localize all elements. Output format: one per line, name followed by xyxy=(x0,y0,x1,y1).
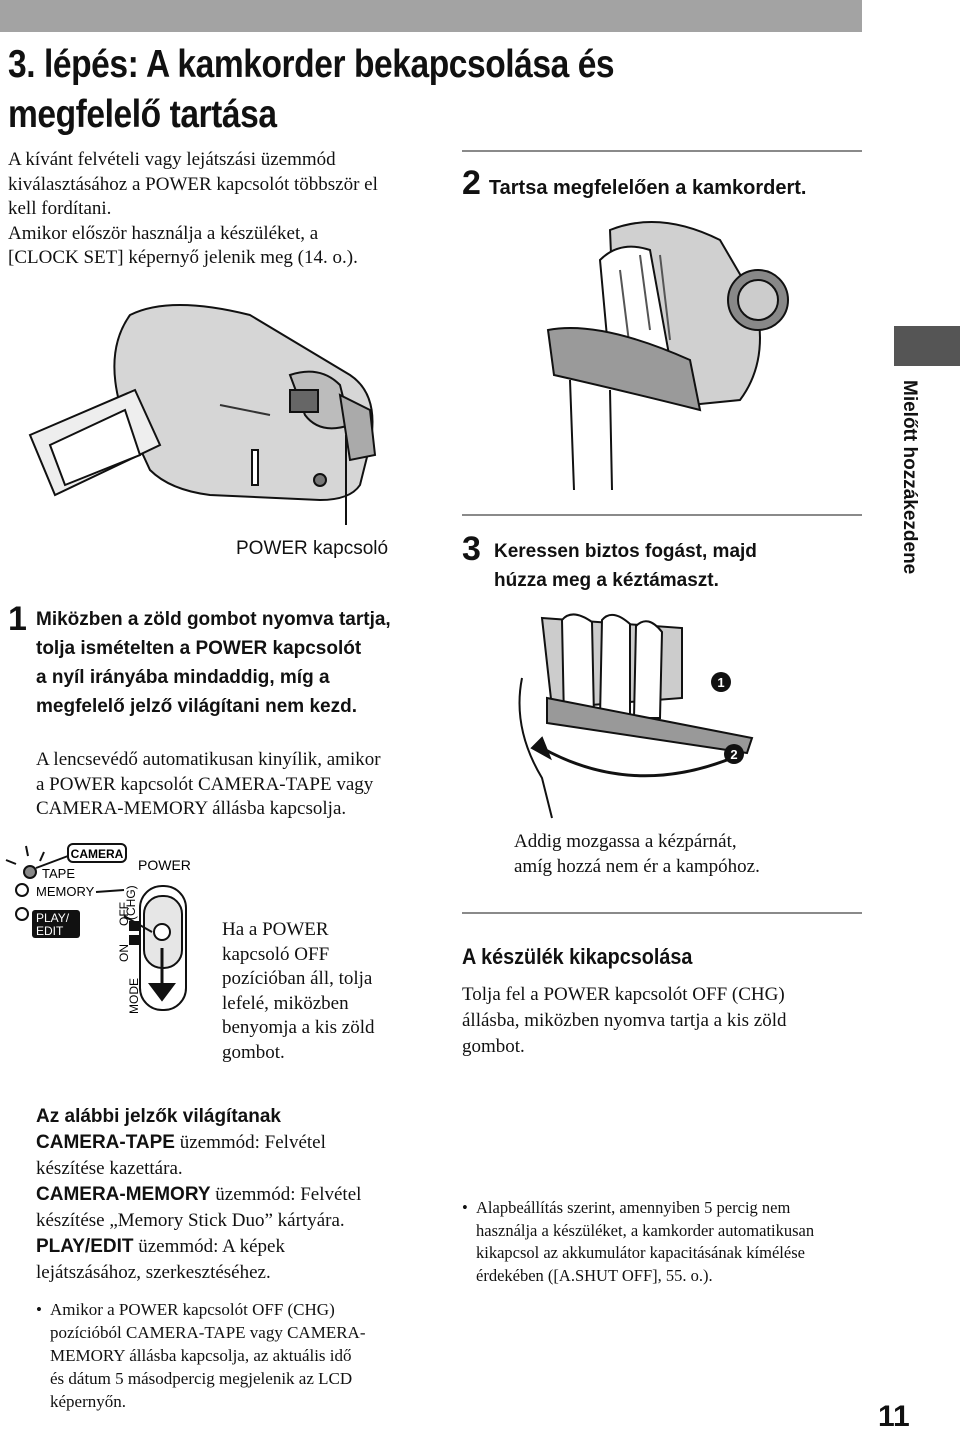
caption-line: amíg hozzá nem ér a kampóhoz. xyxy=(514,855,760,877)
camera-label: CAMERA xyxy=(71,847,124,861)
step-2-title: Tartsa megfelelően a kamkordert. xyxy=(488,177,807,199)
grip-belt-illustration: 1 2 xyxy=(518,613,754,819)
off-position-note: Ha a POWER kapcsoló OFF pozícióban áll, … xyxy=(222,918,432,1065)
indicator-section: Az alábbi jelzők világítanak CAMERA-TAPE… xyxy=(36,1104,446,1286)
note-line: a POWER kapcsolót CAMERA-TAPE vagy xyxy=(36,773,374,795)
title-line-2: megfelelő tartása xyxy=(8,93,277,136)
bullet-line: és dátum 5 másodpercig megjelenik az LCD xyxy=(50,1369,353,1388)
tape-label: TAPE xyxy=(42,866,75,881)
step-3-number: 3 xyxy=(462,530,481,568)
step-1-line: a nyíl irányába mindaddig, míg a xyxy=(36,667,330,688)
indicator-row: CAMERA-MEMORY üzemmód: Felvétel xyxy=(36,1182,446,1208)
mode-name: PLAY/EDIT xyxy=(36,1236,134,1257)
note-line: pozícióban áll, tolja xyxy=(222,968,373,989)
page-title: 3. lépés: A kamkorder bekapcsolása és me… xyxy=(8,40,730,140)
bullet-note-2: Alapbeállítás szerint, amennyiben 5 perc… xyxy=(462,1197,876,1287)
step-1-line: tolja ismételten a POWER kapcsolót xyxy=(36,638,362,659)
strap-marker-2: 2 xyxy=(730,747,737,762)
bullet-line: Alapbeállítás szerint, amennyiben 5 perc… xyxy=(476,1198,791,1217)
step-1-note: A lencsevédő automatikusan kinyílik, ami… xyxy=(36,748,436,822)
power-switch-callout: POWER kapcsoló xyxy=(236,538,389,559)
play-edit-label: PLAY/ xyxy=(36,911,70,925)
step-1-title: Miközben a zöld gombot nyomva tartja, to… xyxy=(36,605,436,721)
step-2-number: 2 xyxy=(462,164,481,202)
bullet-line: használja a készüléket, a kamkorder auto… xyxy=(476,1220,815,1240)
mode-text: készítése kazettára. xyxy=(36,1158,183,1179)
divider xyxy=(462,150,862,152)
hand-holding-camcorder-illustration xyxy=(546,221,789,491)
strap-caption: Addig mozgassa a kézpárnát, amíg hozzá n… xyxy=(514,830,854,879)
play-edit-label: EDIT xyxy=(36,924,64,938)
step-3-line: Keressen biztos fogást, majd xyxy=(494,541,757,562)
caption-line: Addig mozgassa a kézpárnát, xyxy=(514,831,737,852)
page-number: 11 xyxy=(878,1400,910,1433)
text-line: gombot. xyxy=(462,1036,525,1057)
indicator-row: PLAY/EDIT üzemmód: A képek xyxy=(36,1234,446,1260)
mode-text: üzemmód: Felvétel xyxy=(210,1184,362,1205)
bullet-line: Amikor a POWER kapcsolót OFF (CHG) xyxy=(50,1300,335,1319)
mode-text: üzemmód: A képek xyxy=(133,1236,285,1257)
note-line: kapcsoló OFF xyxy=(222,943,330,965)
note-line: CAMERA-MEMORY állásba kapcsolja. xyxy=(36,798,347,819)
intro-line: kiválasztásához a POWER kapcsolót többsz… xyxy=(8,173,378,195)
on-label: ON xyxy=(117,944,131,962)
power-switch-diagram: CAMERA TAPE MEMORY PLAY/ EDIT POWER (CHG… xyxy=(5,843,191,1014)
chg-label: (CHG) xyxy=(124,885,138,920)
step-1-line: megfelelő jelző világítani nem kezd. xyxy=(36,696,357,717)
top-header-bar xyxy=(0,0,862,32)
divider xyxy=(462,912,862,914)
mode-text: készítése „Memory Stick Duo” kártyára. xyxy=(36,1210,345,1231)
side-tab-text: Mielőtt hozzákezdene xyxy=(899,380,920,575)
mode-label: MODE xyxy=(127,978,141,1014)
camcorder-illustration xyxy=(28,304,377,525)
intro-line: Amikor először használja a készüléket, a xyxy=(8,222,319,244)
step-1-line: Miközben a zöld gombot nyomva tartja, xyxy=(36,609,391,630)
indicator-heading: Az alábbi jelzők világítanak xyxy=(36,1106,281,1127)
step-2: 2 Tartsa megfelelően a kamkordert. xyxy=(462,166,806,200)
intro-line: A kívánt felvételi vagy lejátszási üzemm… xyxy=(8,149,336,170)
indicator-row: CAMERA-TAPE üzemmód: Felvétel xyxy=(36,1130,446,1156)
title-line-1: 3. lépés: A kamkorder bekapcsolása és xyxy=(8,43,615,86)
intro-paragraph: A kívánt felvételi vagy lejátszási üzemm… xyxy=(8,148,448,271)
note-line: benyomja a kis zöld xyxy=(222,1017,375,1038)
step-3-title: Keressen biztos fogást, majd húzza meg a… xyxy=(494,537,854,595)
step-3-line: húzza meg a kéztámaszt. xyxy=(494,570,719,591)
mode-name: CAMERA-MEMORY xyxy=(36,1184,211,1205)
power-off-heading: A készülék kikapcsolása xyxy=(462,944,693,969)
text-line: Tolja fel a POWER kapcsolót OFF (CHG) xyxy=(462,984,785,1005)
text-line: állásba, miközben nyomva tartja a kis zö… xyxy=(462,1010,787,1031)
note-line: lefelé, miközben xyxy=(222,992,349,1014)
note-line: Ha a POWER xyxy=(222,919,329,940)
step-1-number: 1 xyxy=(8,600,27,638)
strap-marker-1: 1 xyxy=(717,675,724,690)
bullet-line: MEMORY állásba kapcsolja, az aktuális id… xyxy=(50,1346,352,1365)
off-label: OFF xyxy=(117,902,131,926)
divider xyxy=(462,514,862,516)
intro-line: [CLOCK SET] képernyő jelenik meg (14. o.… xyxy=(8,247,358,268)
mode-text: lejátszásához, szerkesztéséhez. xyxy=(36,1262,271,1283)
bullet-line: pozícióból CAMERA-TAPE vagy CAMERA- xyxy=(50,1323,366,1342)
note-line: A lencsevédő automatikusan kinyílik, ami… xyxy=(36,749,381,770)
mode-name: CAMERA-TAPE xyxy=(36,1132,175,1153)
section-tab-marker xyxy=(894,326,960,366)
intro-line: kell fordítani. xyxy=(8,198,112,219)
power-label: POWER xyxy=(138,857,191,873)
section-side-label: Mielőtt hozzákezdene xyxy=(898,380,928,590)
bullet-line: kikapcsol az akkumulátor kapacitásának k… xyxy=(476,1243,805,1262)
bullet-line: érdekében ([A.SHUT OFF], 55. o.). xyxy=(476,1265,713,1285)
mode-text: üzemmód: Felvétel xyxy=(174,1132,326,1153)
bullet-line: képernyőn. xyxy=(50,1392,127,1411)
note-line: gombot. xyxy=(222,1041,285,1063)
bullet-note-1: Amikor a POWER kapcsolót OFF (CHG) pozíc… xyxy=(36,1298,450,1413)
power-off-text: Tolja fel a POWER kapcsolót OFF (CHG) ál… xyxy=(462,982,862,1060)
memory-label: MEMORY xyxy=(36,884,95,899)
